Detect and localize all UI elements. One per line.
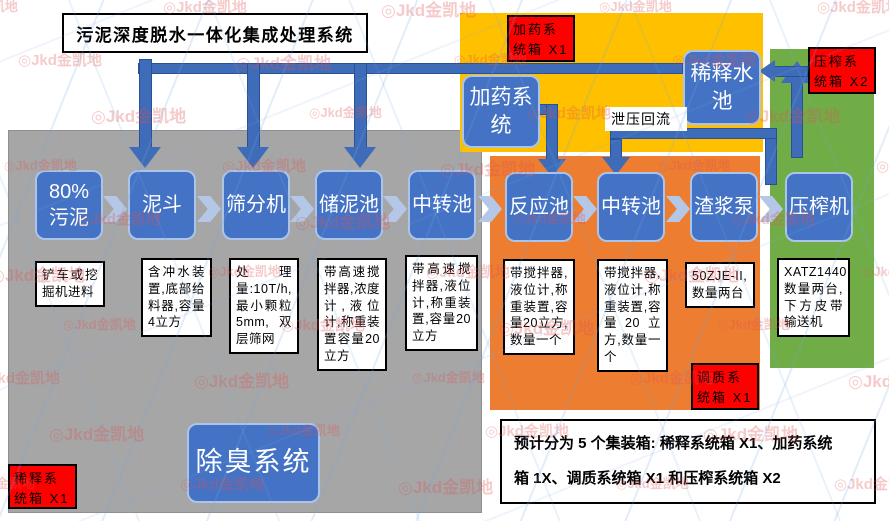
pipe-dosing-drop: [546, 104, 558, 160]
watermark: ◎Jkd金凯地: [817, 0, 889, 16]
box-label: 除臭系统: [195, 447, 312, 478]
label-dilution-box: 稀释系统箱 X1: [8, 464, 77, 509]
pipe-relief-drop: [610, 139, 622, 158]
process-box-label: 中转池: [412, 193, 472, 216]
note-press-machine: XATZ1440,数量两台,下方皮带输送机: [777, 258, 850, 337]
process-box-label: 反应池: [509, 195, 569, 218]
process-box-sludge-storage-tank: 储泥池: [315, 170, 383, 240]
note-reaction-tank: 带搅拌器,液位计,称重装置,容量20立方,数量一个: [503, 259, 575, 355]
process-box-label: 筛分机: [226, 193, 286, 216]
note-transfer-tank-2: 带搅拌器,液位计,称重装置,容量20立方,数量一个: [597, 259, 668, 372]
process-box-press-machine: 压榨机: [785, 172, 853, 242]
arrowhead-down-to-screening-machine-icon: [237, 147, 269, 168]
pipe-drop-to-mud-hopper: [139, 59, 152, 148]
process-box-screening-machine: 筛分机: [222, 170, 290, 240]
watermark: ◎Jkd金凯地: [876, 158, 889, 175]
watermark: ◎Jkd金凯地: [848, 372, 889, 391]
process-box-mud-hopper: 泥斗: [128, 170, 196, 240]
box-dilution-pool: 稀释水池: [683, 50, 761, 125]
footer-note: 预计分为 5 个集装箱: 稀释系统箱 X1、加药系统 箱 1X、调质系统箱 X1…: [500, 419, 876, 504]
arrowhead-down-to-transfer-tank-icon: [602, 157, 630, 175]
process-box-label: 储泥池: [319, 193, 379, 216]
note-screening-machine: 处理量:10T/h,最小颗粒5mm,双层筛网: [229, 258, 299, 354]
pipe-filtrate-horizontal: [774, 66, 808, 77]
label-conditioning-box: 调质系统箱 X1: [691, 363, 759, 410]
arrowhead-left-to-dilution-pool-icon: [759, 60, 775, 82]
process-box-transfer-tank-2: 中转池: [597, 172, 665, 242]
pipe-filtrate-riser: [791, 72, 803, 158]
process-box-label: 泥斗: [142, 193, 182, 216]
note-slurry-pump: 50ZJE-II,数量两台: [685, 262, 755, 308]
page-title: 污泥深度脱水一体化集成处理系统: [62, 13, 368, 53]
box-deodorization-system: 除臭系统: [187, 423, 320, 503]
box-label: 加药系统: [469, 85, 533, 137]
label-relief-return: 泄压回流: [605, 107, 687, 131]
footer-note-line2: 箱 1X、调质系统箱 X1 和压榨系统箱 X2: [514, 469, 781, 487]
pipe-dilution-supply-horizontal: [138, 63, 683, 74]
arrowhead-down-to-mud-hopper-icon: [129, 147, 161, 168]
process-box-slurry-pump: 渣浆泵: [690, 172, 758, 242]
pipe-drop-to-sludge-storage-tank: [354, 63, 367, 148]
process-box-label: 渣浆泵: [694, 195, 754, 218]
process-box-label: 中转池: [601, 195, 661, 218]
process-box-reaction-tank: 反应池: [505, 172, 573, 242]
label-dosing-box: 加药系统箱 X1: [507, 15, 575, 62]
process-box-sludge-80: 80% 污泥: [35, 170, 103, 240]
process-box-transfer-tank-1: 中转池: [408, 170, 476, 240]
box-label: 稀释水池: [690, 61, 754, 113]
arrowhead-down-to-sludge-storage-tank-icon: [344, 147, 376, 168]
footer-note-line1: 预计分为 5 个集装箱: 稀释系统箱 X1、加药系统: [514, 435, 833, 452]
note-transfer-tank-1: 带高速搅拌器,液位计,称重装置,容量20立方: [405, 255, 478, 351]
watermark: ◎Jkd金凯地: [0, 0, 18, 14]
process-box-label: 80% 污泥: [48, 180, 90, 229]
label-pressing-box: 压榨系统箱 X2: [808, 47, 876, 94]
note-sludge-storage-tank: 带高速搅拌器,浓度计,液位计,称重装置容量20立方: [317, 258, 387, 371]
box-dosing-system: 加药系统: [462, 75, 540, 148]
pipe-relief-horizontal: [610, 128, 777, 139]
pipe-drop-to-screening-machine: [247, 63, 260, 148]
note-sludge-80: 铲车或挖掘机进料: [35, 261, 105, 307]
watermark: ◎Jkd金凯地: [309, 105, 382, 120]
note-mud-hopper: 含冲水装置,底部给料器,容量4立方: [141, 258, 212, 337]
process-box-label: 压榨机: [789, 195, 849, 218]
